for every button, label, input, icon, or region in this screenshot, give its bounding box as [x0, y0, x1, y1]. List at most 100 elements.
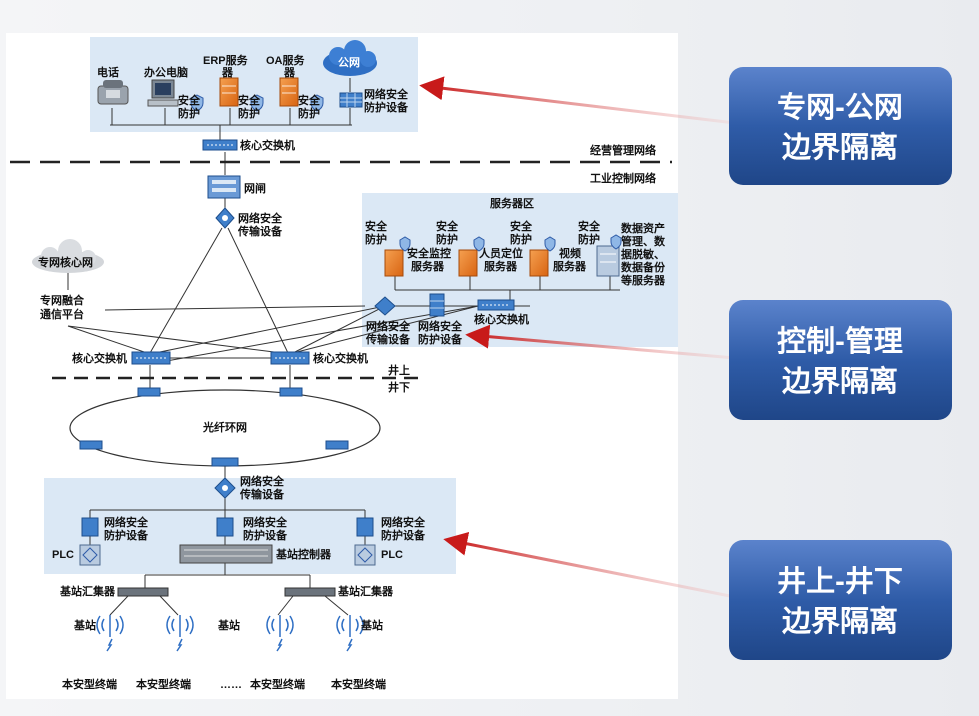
erp-label-2: 器	[221, 66, 234, 79]
shield-icon	[190, 94, 324, 112]
sz-protect-4a: 安全	[578, 219, 601, 233]
bz-trans-1: 网络安全	[240, 474, 285, 488]
public-net-label: 公网	[338, 56, 360, 69]
core-switch-right-label: 核心交换机	[313, 351, 368, 365]
bz-protect-mid-1: 网络安全	[243, 515, 288, 529]
office-pc-label: 办公电脑	[144, 65, 188, 79]
core-switch-top-icon	[202, 139, 238, 151]
mgmt-network-label: 经营管理网络	[590, 143, 656, 157]
antenna-icons	[96, 615, 364, 652]
sec-protect-3a: 安全	[298, 93, 321, 107]
callout-3-line-1: 井上-井下	[777, 565, 903, 598]
oa-server-icon	[279, 77, 299, 107]
private-core-cloud-icon	[32, 239, 104, 273]
sz-protect-dev-2: 防护设备	[418, 332, 463, 346]
bottom-zone-devices	[79, 477, 376, 597]
sz-protect-2b: 防护	[436, 232, 458, 246]
aggregator-right-label: 基站汇集器	[337, 584, 394, 598]
fiber-ring-label: 光纤环网	[202, 420, 247, 434]
oa-label-1: OA服务	[266, 53, 305, 67]
bz-protect-right-2: 防护设备	[381, 528, 426, 542]
sz-protect-dev-1: 网络安全	[418, 319, 463, 333]
data-server-2: 管理、数	[621, 234, 666, 248]
data-server-1: 数据资产	[621, 221, 665, 235]
sz-protect-3b: 防护	[510, 232, 532, 246]
net-sec-trans-label-2: 传输设备	[237, 224, 283, 238]
bz-protect-left-1: 网络安全	[104, 515, 149, 529]
public-cloud-icon	[323, 40, 377, 76]
core-switch-left-label: 核心交换机	[72, 351, 127, 365]
callout-3-line-2: 边界隔离	[782, 604, 898, 638]
callout-2-line-2: 边界隔离	[782, 364, 898, 398]
private-core-net-label: 专网核心网	[38, 255, 93, 269]
plc-right-label: PLC	[381, 549, 403, 561]
phone-label: 电话	[97, 65, 119, 79]
monitor-server-2: 服务器	[411, 259, 445, 273]
oa-label-2: 器	[283, 66, 296, 79]
diagram-panel	[6, 33, 678, 699]
above-ground-label: 井上	[388, 363, 410, 377]
core-switch-left-icon	[131, 351, 171, 365]
callout-1-line-1: 专网-公网	[777, 91, 903, 124]
data-server-5: 等服务器	[620, 273, 666, 287]
callout-control-management: 控制-管理 边界隔离	[729, 300, 952, 420]
sz-protect-4b: 防护	[578, 232, 600, 246]
sec-protect-1b: 防护	[178, 106, 200, 120]
bz-protect-mid-2: 防护设备	[243, 528, 288, 542]
terminal-label-4: 本安型终端	[331, 677, 386, 691]
bz-protect-right-1: 网络安全	[381, 515, 426, 529]
sz-protect-3a: 安全	[510, 219, 533, 233]
server-zone	[362, 193, 678, 347]
plc-left-label: PLC	[52, 549, 74, 561]
base-station-label-3: 基站	[360, 618, 383, 632]
data-server-3: 据脱敏、	[621, 247, 665, 261]
connection-lines	[67, 78, 620, 616]
industrial-network-label: 工业控制网络	[590, 171, 656, 185]
server-zone-devices	[374, 234, 622, 317]
below-ground-label: 井下	[388, 380, 410, 394]
monitor-server-1: 安全监控	[407, 246, 451, 260]
boundary-arrows	[419, 76, 736, 599]
callout-public-private: 专网-公网 边界隔离	[729, 67, 952, 185]
sec-protect-2b: 防护	[238, 106, 260, 120]
terminal-ellipsis: ……	[220, 679, 242, 691]
erp-label-1: ERP服务	[203, 53, 249, 67]
core-switch-top-label: 核心交换机	[240, 138, 295, 152]
sec-protect-1a: 安全	[178, 93, 201, 107]
sz-protect-1a: 安全	[365, 219, 388, 233]
terminal-label-3: 本安型终端	[250, 677, 305, 691]
locate-server-1: 人员定位	[479, 246, 523, 260]
sec-protect-3b: 防护	[298, 106, 320, 120]
sz-trans-2: 传输设备	[365, 332, 411, 346]
callout-above-below-ground: 井上-井下 边界隔离	[729, 540, 952, 660]
sz-protect-1b: 防护	[365, 232, 387, 246]
video-server-1: 视频	[559, 246, 581, 260]
core-switch-right-icon	[270, 351, 310, 365]
base-station-label-1: 基站	[73, 618, 96, 632]
fusion-platform-label-1: 专网融合	[40, 293, 85, 307]
top-net-sec-protect-2: 防护设备	[364, 100, 409, 114]
locate-server-2: 服务器	[484, 259, 518, 273]
data-server-4: 数据备份	[621, 260, 666, 274]
phone-icon	[97, 80, 129, 105]
controller-label: 基站控制器	[275, 547, 332, 561]
terminal-label-1: 本安型终端	[62, 677, 117, 691]
office-pc-icon	[147, 79, 179, 107]
top-net-sec-protect-1: 网络安全	[364, 87, 409, 101]
sec-protect-2a: 安全	[238, 93, 261, 107]
callout-2-line-1: 控制-管理	[777, 324, 903, 358]
fusion-platform-label-2: 通信平台	[40, 307, 84, 321]
terminal-label-2: 本安型终端	[136, 677, 191, 691]
net-sec-trans-icon	[215, 207, 235, 229]
erp-server-icon	[219, 77, 239, 107]
callout-1-line-2: 边界隔离	[782, 130, 898, 164]
gateway-icon	[207, 175, 241, 199]
labels: 电话 办公电脑 ERP服务 器 OA服务 器 公网 安全 防护 安全 防护 安全…	[38, 53, 666, 691]
server-zone-title: 服务器区	[490, 196, 534, 210]
bz-trans-2: 传输设备	[239, 487, 285, 501]
bz-protect-left-2: 防护设备	[104, 528, 149, 542]
gateway-label: 网闸	[244, 181, 266, 195]
video-server-2: 服务器	[553, 259, 587, 273]
aggregator-left-label: 基站汇集器	[59, 584, 116, 598]
